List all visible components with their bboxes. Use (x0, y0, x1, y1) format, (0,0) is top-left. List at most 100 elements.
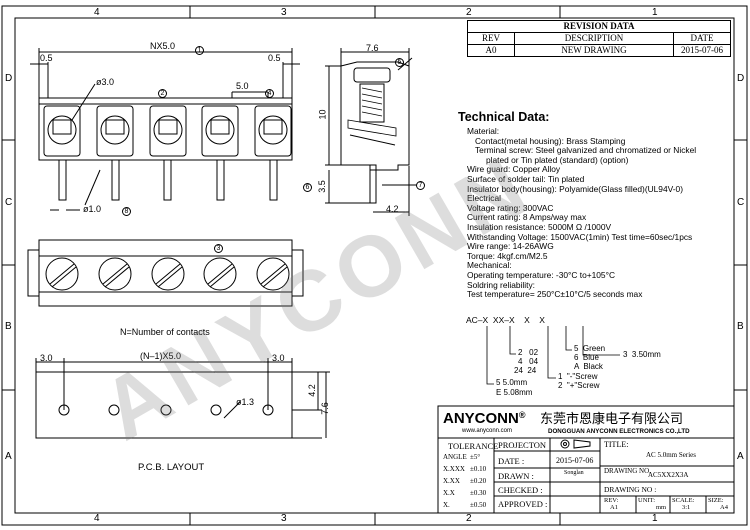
brand-text: ANYCONN (443, 410, 519, 427)
zone-right-b: B (737, 321, 744, 332)
front-clamp-hole (205, 115, 235, 145)
scale-label: SCALE: (672, 497, 695, 504)
size-value: A4 (720, 504, 728, 511)
zone-top-2: 2 (466, 7, 472, 18)
screw-slot (207, 263, 233, 285)
pcb-dim-left: 3.0 (40, 353, 53, 363)
front-clamp-hole (153, 115, 183, 145)
tech-spec-line: Voltage rating: 300VAC (467, 202, 554, 213)
tolerance-key: X.XXX (443, 465, 465, 473)
code-pitch-opt-2: E 5.08mm (496, 388, 533, 397)
revision-date: 2015-07-06 (673, 44, 731, 57)
date-value: 2015-07-06 (556, 456, 594, 465)
tech-spec-line: Wire range: 14-26AWG (467, 241, 554, 252)
tech-spec-line: Terminal screw: Steel galvanized and chr… (475, 145, 697, 156)
unit-value: mm (656, 504, 667, 511)
balloon-3: 3 (214, 244, 223, 253)
code-leaders (486, 326, 620, 385)
zone-left-a: A (5, 451, 12, 462)
tech-spec-line: Wire guard: Copper Alloy (467, 164, 561, 175)
dim-right-offset: 0.5 (268, 53, 281, 63)
screw-slot (260, 263, 286, 285)
drawing-value: AC5XX2X3A (648, 471, 689, 479)
website: www.anyconn.com (462, 428, 513, 434)
pcb-hole-dia: ø1.3 (236, 397, 255, 407)
screw-slot (209, 266, 235, 288)
front-clamp (52, 119, 72, 135)
title-label: TITLE: (604, 440, 629, 449)
front-clamp (105, 119, 125, 135)
screw-head (151, 257, 185, 291)
dim-depth: 7.6 (366, 43, 379, 53)
company-cn: 东莞市恩康电子有限公司 (540, 411, 684, 426)
pcb-hole (210, 404, 222, 416)
balloon-4: 4 (265, 89, 274, 98)
revision-description: NEW DRAWING (514, 44, 674, 57)
zone-right-a: A (737, 451, 744, 462)
pcb-dim-4-2: 4.2 (306, 384, 317, 397)
code-color-opt-3: A Black (574, 362, 603, 371)
screw-head (45, 257, 79, 291)
screw-slot (102, 263, 128, 285)
balloon-8: 8 (122, 207, 131, 216)
projection-label: PROJECTON (498, 440, 547, 450)
pcb-hole (108, 404, 120, 416)
screw-head (98, 257, 132, 291)
revision-rev: A0 (467, 44, 515, 57)
pcb-dim-7-6: 7.6 (319, 402, 330, 415)
revision-header-date: DATE (673, 32, 731, 45)
zone-left-d: D (5, 73, 13, 84)
dim-pin-length: 3.5 (316, 180, 327, 193)
dim-offset: 4.2 (386, 204, 399, 214)
tolerance-value: ±5° (470, 453, 481, 461)
screw-slot (262, 266, 288, 288)
tech-spec-line: Electrical (467, 193, 501, 204)
dim-pitch: 5.0 (236, 81, 249, 91)
code-color-opt-1: 5 Green (574, 344, 606, 353)
tech-spec-line: Current rating: 8 Amps/way max (467, 212, 587, 223)
rev-value: A1 (610, 504, 618, 511)
zone-left-b: B (5, 321, 12, 332)
brand-reg: ® (518, 410, 526, 420)
zone-bottom-2: 2 (466, 513, 472, 524)
code-screw-opt-2: 2 "+"Screw (558, 381, 600, 390)
front-clamp-hole (258, 115, 288, 145)
tech-spec-line: plated or Tin plated (standard) (option) (486, 154, 629, 165)
company-en: DONGGUAN ANYCONN ELECTRONICS CO.,LTD (548, 428, 690, 435)
code-color-opt-2: 6 Blue (574, 353, 599, 362)
dim-left-offset: 0.5 (40, 53, 53, 63)
pcb-hole (160, 404, 172, 416)
front-clamp-hole (100, 115, 130, 145)
brand-name: ANYCONN® (443, 410, 526, 427)
tolerance-key: X.X (443, 489, 455, 497)
screw-slot (51, 266, 77, 288)
tolerance-value: ±0.20 (470, 477, 487, 485)
screw-head (256, 257, 290, 291)
part-code: AC–X XX–X X X (466, 315, 545, 325)
tolerance-value: ±0.10 (470, 465, 487, 473)
tech-spec-line: Torque: 4kgf.cm/M2.5 (467, 250, 548, 261)
front-cell (96, 105, 134, 157)
date-label: DATE : (498, 456, 525, 466)
tolerance-value: ±0.50 (470, 501, 487, 509)
front-cell (149, 105, 187, 157)
tech-spec-line: Operating temperature: -30°C to+105°C (467, 269, 615, 280)
pcb-dim-pitch: (N–1)X5.0 (140, 351, 182, 361)
zone-bottom-4: 4 (94, 513, 100, 524)
tolerance-label: TOLERANCE (448, 441, 499, 451)
drawn-value: Songlan (564, 470, 584, 476)
dim-height: 10 (317, 109, 328, 120)
pcb-label: P.C.B. LAYOUT (138, 462, 205, 473)
dim-nx5: NX5.0 (150, 41, 176, 51)
zone-top-3: 3 (281, 7, 287, 18)
balloon-7: 7 (416, 181, 425, 190)
front-clamp-hole (47, 115, 77, 145)
tech-spec-line: Insulator body(housing): Polyamide(Glass… (467, 183, 683, 194)
dim-pin-dia: ø1.0 (83, 204, 102, 214)
code-count-opt-2: 4 04 (518, 357, 539, 366)
revision-title: REVISION DATA (467, 20, 731, 33)
tech-spec-line: Surface of solder tail: Tin plated (467, 173, 585, 184)
tolerance-value: ±0.30 (470, 489, 487, 497)
title-value: AC 5.0mm Series (646, 451, 696, 459)
zone-top-1: 1 (652, 7, 658, 18)
